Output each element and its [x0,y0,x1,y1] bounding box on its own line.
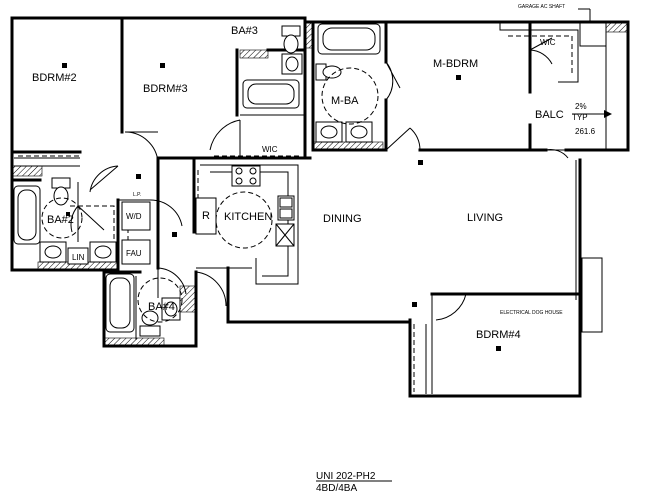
turning-circle-mba [321,67,379,125]
door-ba3 [209,119,241,158]
door-mbdrm [385,127,421,151]
label-m-bdrm: M-BDRM [433,58,478,70]
doors [70,37,569,321]
door-mba [385,61,401,101]
note-garage-ac-shaft: GARAGE AC SHAFT [518,4,565,10]
fixtures [13,23,612,351]
note-slope-pct: 2% [575,102,587,111]
door-ba2 [70,205,105,233]
door-wic-top [529,37,553,65]
marker-bdrm4 [496,346,501,351]
toilet-ba2 [51,177,71,206]
slope-arrowhead [604,110,612,118]
marker-mbdrm [456,75,461,80]
hatched-walls [11,21,629,347]
toilet-ba3 [281,25,301,54]
hatch-bdrm2-closet [11,165,43,177]
hatch-mba [312,141,384,151]
door-ba4 [195,271,227,307]
label-bdrm2: BDRM#2 [32,72,77,84]
plan-notes: GARAGE AC SHAFT 2% TYP 261.6 ELECTRICAL … [500,4,596,316]
refrigerator [195,197,217,235]
bdrm4-left-wall [408,318,582,398]
label-bdrm4: BDRM#4 [476,329,521,341]
marker-living-2 [412,302,417,307]
label-ba4: BA#4 [148,301,175,313]
label-m-ba: M-BA [331,95,359,107]
label-ba3: BA#3 [231,25,258,37]
marker-bdrm3 [160,63,165,68]
note-slope-typ: TYP [572,113,588,122]
garage-ac-shaft [579,21,607,47]
living-window [581,257,603,333]
marker-living [418,160,423,165]
marker-ba2 [66,212,70,216]
label-lin: LIN [72,253,85,262]
tub-mba-inner [322,27,376,51]
sink-ba3 [281,53,303,75]
label-balc: BALC [535,109,564,121]
label-kitchen: KITCHEN [224,211,272,223]
wic-top-outline [499,22,579,83]
hatch-ba3-bot [239,49,269,59]
label-fau: FAU [126,249,142,258]
door-balc [545,149,569,159]
sinks-mba [315,121,373,143]
note-electrical: ELECTRICAL DOG HOUSE [500,310,563,316]
ba2-dashed [70,205,115,240]
label-wic-top: WIC [540,38,556,47]
tub-ba2-inner [17,189,37,241]
dishwasher [275,223,295,247]
label-living: LIVING [467,212,503,224]
fau-closet [121,239,151,265]
washer-dryer [121,201,151,231]
sink-ba4 [161,297,181,321]
turning-circle-kitchen [215,191,273,249]
hatch-ba4 [103,337,165,347]
label-bdrm3: BDRM#3 [143,83,188,95]
door-bdrm3 [124,131,159,163]
marker-hall [136,174,141,179]
room-labels: BDRM#2 BDRM#3 BA#3 M-BDRM WIC M-BA BALC … [32,25,564,341]
note-elevation: 261.6 [575,127,596,136]
plan-title: UNI 202-PH2 4BD/4BA [316,471,392,491]
turning-circle-ba4 [137,277,183,323]
label-wd: W/D [126,212,142,221]
sinks-ba2 [39,241,117,263]
range [231,165,261,187]
title-unit: UNI 202-PH2 [316,471,376,482]
kitchen-counter [200,164,299,285]
label-ba2: BA#2 [47,214,74,226]
label-lp: L.P. [133,192,141,198]
label-r: R [202,210,210,222]
hatch-balc [605,21,629,33]
label-wic-mid: WIC [262,145,278,154]
door-bdrm2 [89,165,119,193]
hatch-ba3 [304,21,314,49]
lin-closet [67,247,89,265]
toilet-ba4 [139,310,161,337]
marker-hall-2 [172,232,177,237]
turning-circle-ba2 [41,197,83,239]
title-config: 4BD/4BA [316,483,357,491]
kitchen-sink [277,195,295,221]
door-fau [157,267,187,298]
marker-bdrm2 [62,63,67,68]
tub-ba4-inner [109,277,131,329]
door-hall-wd [118,199,183,227]
wic-top-dashed [508,35,573,76]
tub-ba3-inner [247,83,295,105]
door-bdrm4 [432,293,467,321]
toilet-mba [315,63,342,81]
label-dining: DINING [323,213,362,225]
